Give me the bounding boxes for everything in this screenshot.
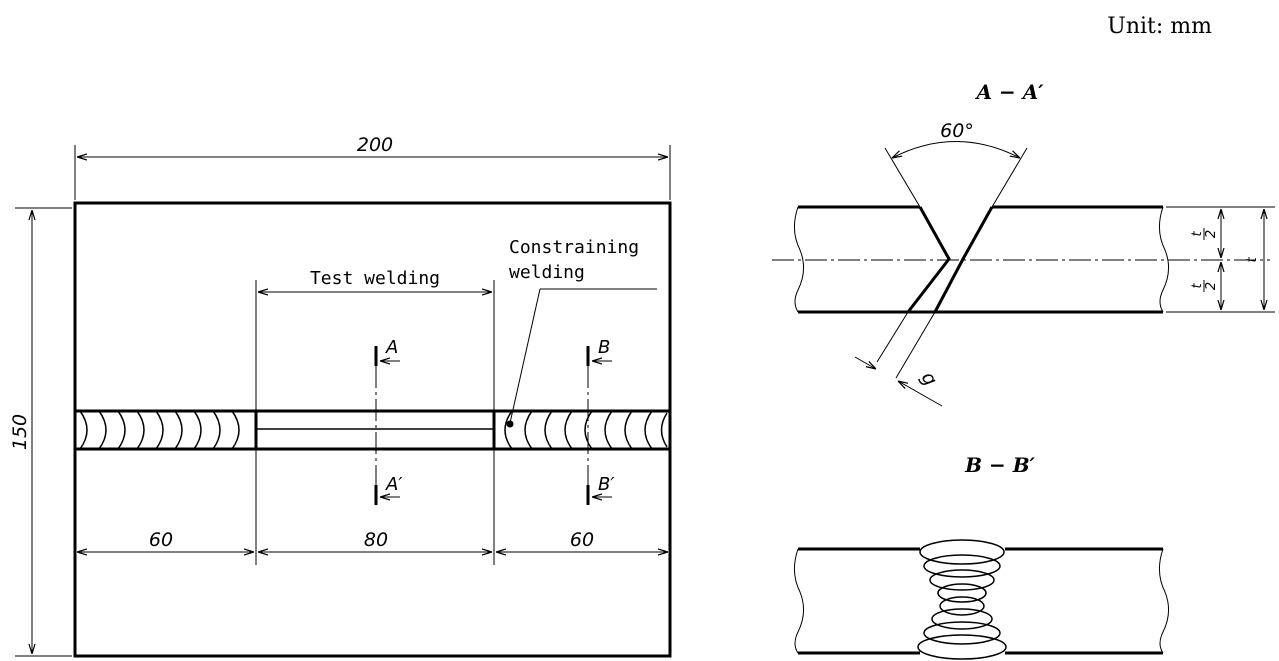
leader-dot	[506, 420, 514, 428]
cut-a-label: A	[385, 337, 398, 358]
groove-angle-label: 60°	[940, 120, 974, 142]
groove-left-bevel	[906, 206, 951, 313]
constraining-welding-label-line2: welding	[509, 262, 585, 283]
unit-note: Unit: mm	[1107, 14, 1212, 39]
constraining-welding-label-line1: Constraining	[509, 237, 639, 258]
section-b-title: B − B′	[964, 453, 1035, 477]
test-welding-label: Test welding	[310, 268, 440, 289]
root-gap-label: g	[917, 368, 942, 390]
height-dimension: 150	[9, 414, 31, 450]
section-cut-b: B B′	[586, 337, 614, 505]
half-t-lower-numerator: t	[1190, 283, 1205, 289]
half-t-upper-denominator: 2	[1204, 230, 1219, 238]
weld-strip	[75, 409, 670, 451]
plan-view: 200 150	[9, 134, 672, 658]
width-dimension: 200	[357, 134, 393, 156]
base-plate-outline	[73, 201, 672, 658]
cut-b-prime-label: B′	[598, 474, 614, 495]
left-segment-dimension: 60	[149, 529, 173, 551]
half-t-lower-denominator: 2	[1204, 282, 1219, 290]
section-cut-a: A A′	[374, 337, 402, 505]
thickness-label: t	[1245, 257, 1260, 263]
section-a-title: A − A′	[975, 80, 1045, 104]
cut-b-label: B	[598, 337, 610, 358]
right-constraining-weld-bead	[504, 410, 668, 450]
left-constraining-weld-bead	[79, 410, 240, 450]
angle-arc	[892, 141, 1020, 159]
section-b-view: B − B′	[794, 453, 1169, 660]
section-a-view: A − A′ 60° g t 2	[772, 80, 1275, 407]
groove-right-bevel	[933, 206, 994, 313]
right-segment-dimension: 60	[570, 529, 594, 551]
mid-segment-dimension: 80	[364, 529, 388, 551]
multi-pass-weld-bead	[917, 539, 1007, 660]
half-t-upper-numerator: t	[1190, 231, 1205, 237]
constraining-welding-leader	[509, 288, 541, 424]
cut-a-prime-label: A′	[385, 474, 402, 495]
